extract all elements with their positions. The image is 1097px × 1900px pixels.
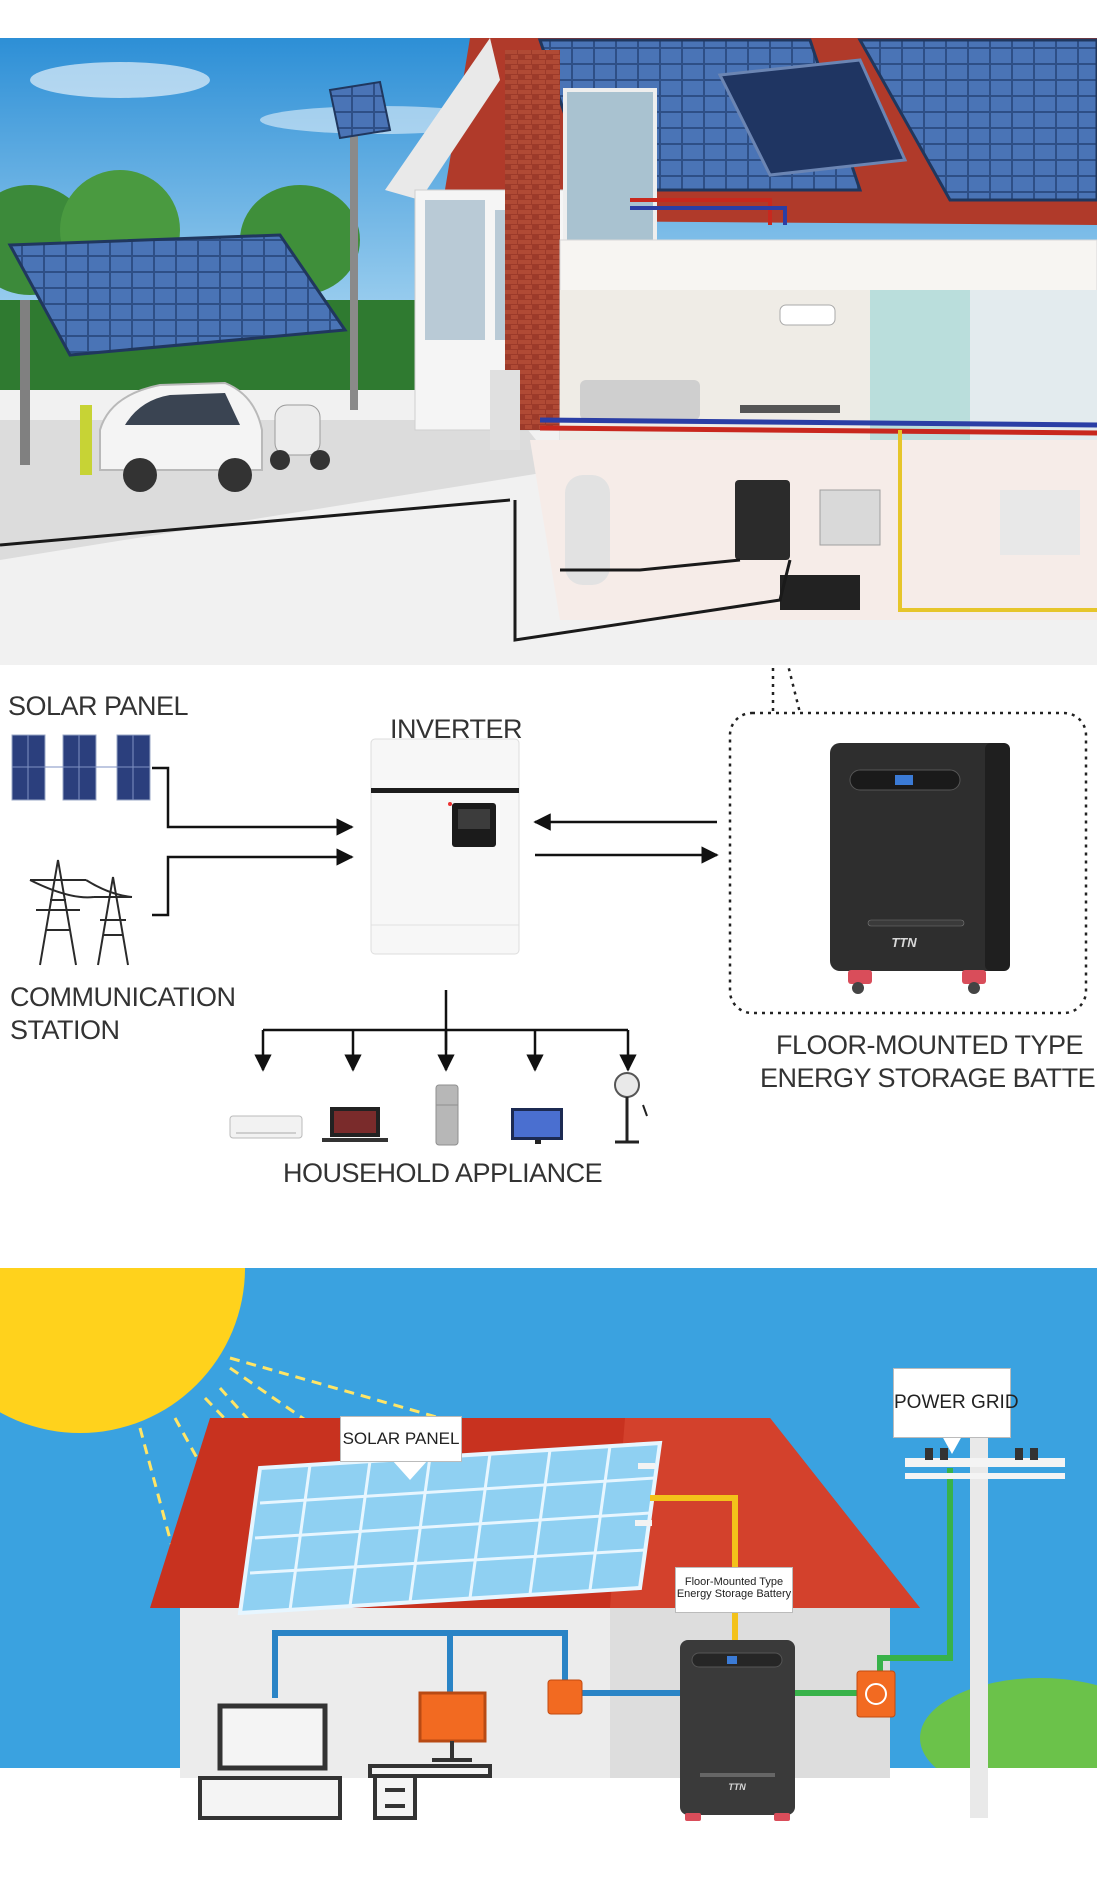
household-appliance-label: HOUSEHOLD APPLIANCE (283, 1158, 603, 1188)
solar-panel-callout: SOLAR PANEL (340, 1416, 462, 1462)
station-to-inverter-arrow (152, 848, 354, 917)
air-conditioner-icon (229, 1115, 303, 1139)
wall-battery-in-house (735, 480, 790, 560)
battery-callout: Floor-Mounted Type Energy Storage Batter… (675, 1567, 793, 1613)
fan-icon (614, 1072, 648, 1144)
battery-label-line2: ENERGY STORAGE BATTERY (760, 1063, 1097, 1093)
inverter-label: INVERTER (390, 714, 523, 744)
floor-battery-icon: TTN (830, 743, 1010, 994)
house-cutaway-illustration (0, 0, 1097, 665)
cartoon-graphics: TTN (0, 1268, 1097, 1828)
television-icon (511, 1108, 563, 1144)
utility-pole (905, 1438, 1065, 1818)
house-meter-icon (547, 1679, 583, 1715)
inverter-icon (370, 738, 520, 955)
battery-callout-line2: Energy Storage Battery (676, 1588, 792, 1600)
appliance-distribution-lines (254, 990, 637, 1072)
cartoon-house-illustration: TTN SOLAR PANEL POWER GRID Floor-Mounted… (0, 1268, 1097, 1828)
carport-solar-panel (7, 233, 348, 465)
communication-station-icon (29, 859, 133, 966)
battery-label-line1: FLOOR-MOUNTED TYPE (776, 1030, 1084, 1060)
diagram-graphics: TTN (11, 665, 1088, 1146)
station-label-line2: STATION (10, 1015, 120, 1045)
house-cutaway-graphic (0, 38, 1097, 665)
house (0, 38, 1097, 642)
battery-callout-line1: Floor-Mounted Type (684, 1576, 784, 1588)
battery-frame (728, 711, 1088, 1015)
tv-icon (198, 1703, 342, 1820)
scooter (270, 404, 330, 470)
desk-icon (368, 1764, 492, 1820)
solar-street-lamp (328, 80, 392, 410)
svg-text:TTN: TTN (728, 1782, 746, 1792)
solar-to-inverter-arrow (152, 766, 354, 836)
electric-car (80, 381, 263, 492)
grid-meter-icon (856, 1670, 896, 1718)
computer-icon (418, 1691, 487, 1762)
power-grid-callout: POWER GRID (893, 1368, 1019, 1438)
laptop-icon (322, 1107, 388, 1142)
svg-text:TTN: TTN (891, 935, 917, 950)
house-wiring (272, 1630, 568, 1698)
station-label-line1: COMMUNICATION (10, 982, 236, 1012)
solar-panel-icons (11, 734, 151, 801)
refrigerator-icon (435, 1084, 459, 1146)
cartoon-battery-icon: TTN (680, 1640, 795, 1821)
solar-panel-label: SOLAR PANEL (8, 691, 189, 721)
roof-solar-panel (237, 1440, 663, 1616)
system-diagram: TTN (0, 665, 1097, 1245)
